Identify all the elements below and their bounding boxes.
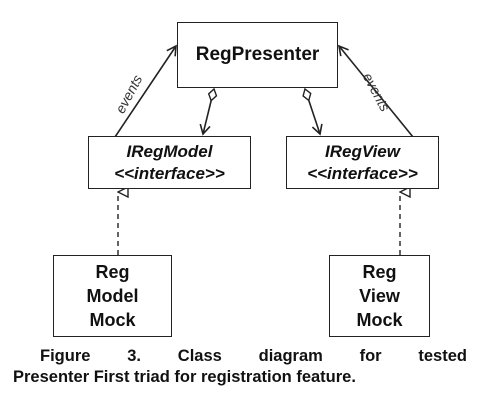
reg-view-mock-class: Reg View Mock	[329, 255, 430, 337]
caption-word: Class	[177, 347, 222, 365]
caption-word: diagram	[258, 347, 323, 365]
ireg-model-name: IRegModel	[126, 141, 213, 161]
reg-model-mock-line-1: Reg	[95, 262, 130, 282]
reg-presenter-label: RegPresenter	[195, 44, 320, 65]
caption-word: 3.	[127, 347, 141, 365]
class-diagram: events events RegPresenter IRegModel <<i…	[53, 22, 439, 337]
caption-word: tested	[418, 347, 467, 365]
figure-caption: Figure 3. Class diagram for tested Prese…	[0, 346, 486, 388]
caption-word: Figure	[40, 347, 91, 365]
ireg-view-stereotype: <<interface>>	[307, 163, 418, 183]
events-arrow-view	[337, 44, 414, 138]
reg-presenter-class: RegPresenter	[177, 22, 338, 88]
reg-view-mock-line-3: Mock	[356, 310, 403, 330]
reg-model-mock-line-2: Model	[86, 286, 139, 306]
ireg-model-stereotype: <<interface>>	[114, 163, 225, 183]
reg-model-mock-class: Reg Model Mock	[53, 255, 172, 337]
ireg-view-interface: IRegView <<interface>>	[286, 136, 439, 189]
ireg-model-interface: IRegModel <<interface>>	[88, 136, 251, 189]
caption-word: for	[359, 347, 382, 365]
events-arrow-model	[114, 44, 177, 138]
aggregation-presenter-model	[203, 89, 214, 134]
reg-model-mock-line-3: Mock	[89, 310, 136, 330]
caption-line-2: Presenter First triad for registration f…	[13, 368, 356, 386]
ireg-view-name: IRegView	[325, 141, 400, 161]
caption-line-1: Figure 3. Class diagram for tested	[40, 346, 467, 367]
reg-view-mock-line-1: Reg	[362, 262, 397, 282]
aggregation-presenter-view	[305, 89, 320, 134]
diagram-connectors	[114, 44, 414, 255]
reg-view-mock-line-2: View	[359, 286, 400, 306]
